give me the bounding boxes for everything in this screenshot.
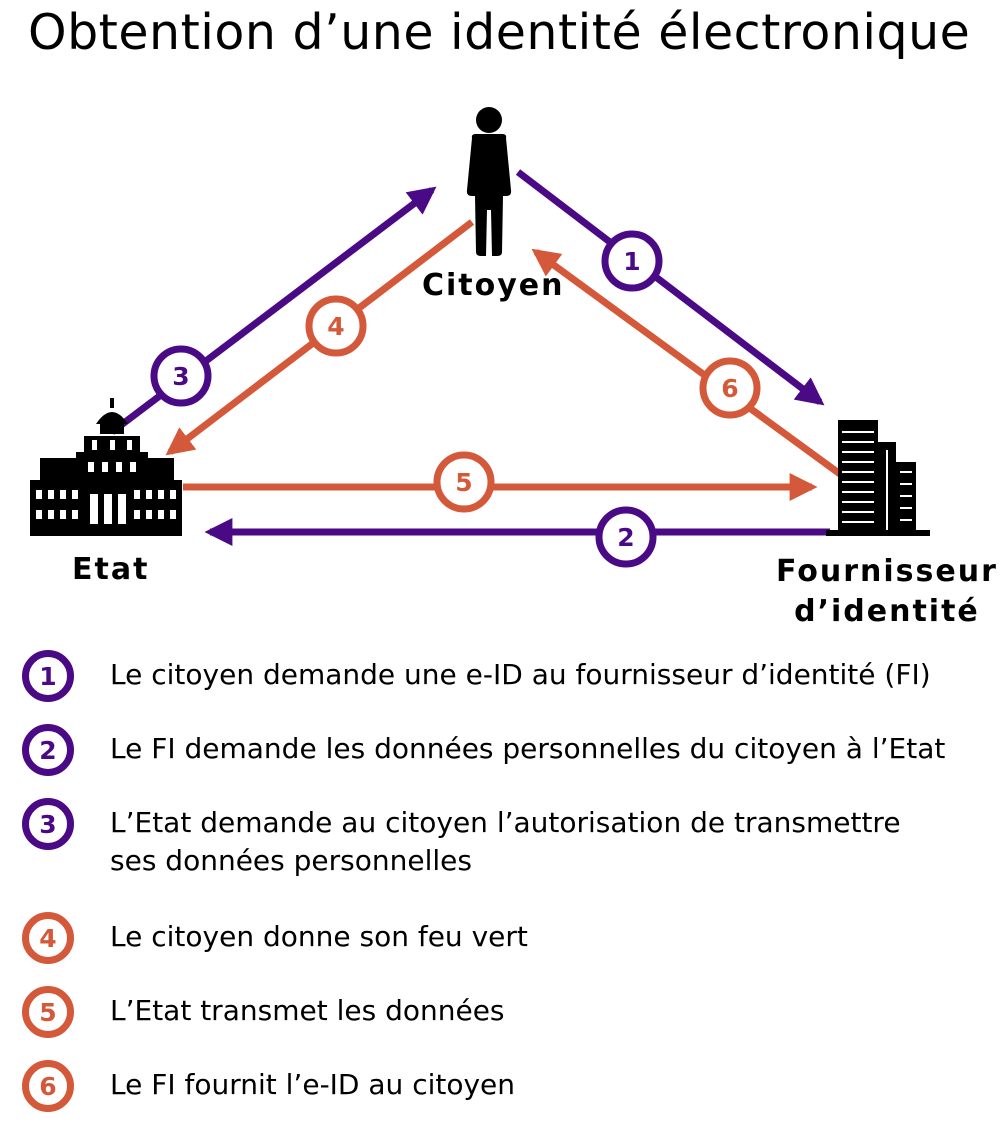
legend-item: 5 L’Etat transmet les données xyxy=(22,986,505,1038)
office-buildings-icon xyxy=(826,420,930,536)
legend-text: Le FI demande les données personnelles d… xyxy=(110,732,946,765)
provider-label: Fournisseur d’identité xyxy=(776,554,998,629)
svg-text:3: 3 xyxy=(172,362,189,391)
citizen-label: Citoyen xyxy=(422,268,565,303)
legend-number-badge: 3 xyxy=(22,798,74,850)
svg-text:2: 2 xyxy=(617,523,634,552)
legend-item: 2 Le FI demande les données personnelles… xyxy=(22,724,945,776)
svg-text:4: 4 xyxy=(327,312,344,341)
svg-text:5: 5 xyxy=(455,468,472,497)
step-badge-5: 5 xyxy=(433,451,495,513)
flow-arrow-6 xyxy=(531,248,843,477)
state-label: Etat xyxy=(72,552,150,587)
legend-text: Le citoyen demande une e-ID au fournisse… xyxy=(110,658,931,691)
legend-text: Le FI fournit l’e-ID au citoyen xyxy=(110,1068,516,1101)
svg-text:6: 6 xyxy=(721,374,738,403)
legend-number-badge: 4 xyxy=(22,912,74,964)
svg-text:1: 1 xyxy=(623,247,640,276)
person-icon xyxy=(466,107,512,256)
step-badge-6: 6 xyxy=(699,357,761,419)
federal-palace-icon xyxy=(30,398,182,536)
legend-item: 1 Le citoyen demande une e-ID au fournis… xyxy=(22,650,931,702)
flow-arrow-1 xyxy=(515,169,825,406)
legend-item: 3 L’Etat demande au citoyen l’autorisati… xyxy=(22,798,901,880)
step-badge-1: 1 xyxy=(601,230,663,292)
legend-item: 4 Le citoyen donne son feu vert xyxy=(22,912,528,964)
legend-text: Le citoyen donne son feu vert xyxy=(110,920,528,953)
flow-diagram: 1 2 3 4 5 6 xyxy=(30,107,930,568)
legend-item: 6 Le FI fournit l’e-ID au citoyen xyxy=(22,1060,515,1112)
legend-number-badge: 2 xyxy=(22,724,74,776)
legend-number-badge: 1 xyxy=(22,650,74,702)
legend-text: L’Etat demande au citoyen l’autorisation… xyxy=(110,806,901,877)
step-badge-3: 3 xyxy=(150,345,212,407)
legend-number-badge: 6 xyxy=(22,1060,74,1112)
legend-number-badge: 5 xyxy=(22,986,74,1038)
page-title: Obtention d’une identité électronique xyxy=(28,4,971,61)
step-badge-4: 4 xyxy=(305,295,367,357)
step-badge-2: 2 xyxy=(595,506,657,568)
legend-text: L’Etat transmet les données xyxy=(110,994,505,1027)
